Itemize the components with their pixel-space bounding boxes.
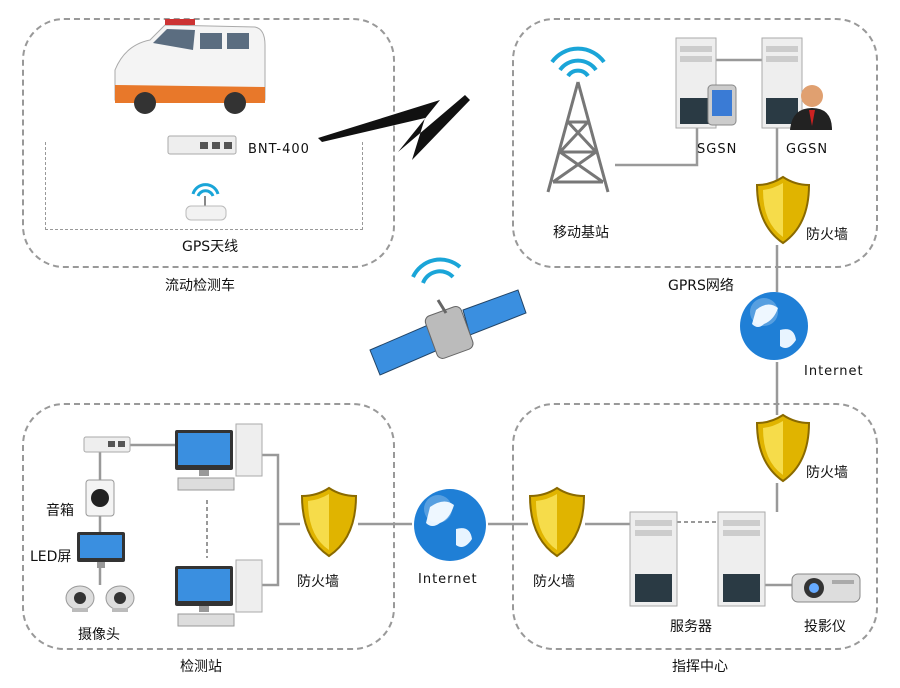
sgsn-label: SGSN [697, 142, 738, 157]
line-tower-sgsn [615, 128, 699, 167]
workstation-pc-icon-bottom [175, 559, 263, 627]
speaker-icon [85, 479, 115, 517]
led-screen-icon [77, 532, 125, 568]
led-screen-label: LED屏 [30, 549, 72, 565]
ggsn-server-icon [761, 37, 832, 130]
line-pcs-shield [262, 453, 280, 587]
projector-label: 投影仪 [804, 619, 846, 635]
command-firewall-shield-icon [755, 413, 811, 483]
wireless-link-icon [318, 95, 470, 160]
station-router-icon [83, 436, 131, 453]
internet-globe-bottom-icon [414, 489, 486, 561]
camera-icon-left [65, 585, 95, 612]
command-firewall-top-label: 防火墙 [806, 465, 848, 481]
vehicle-van-icon [114, 19, 266, 114]
server-icon-right [717, 511, 766, 607]
camera-label: 摄像头 [78, 627, 120, 643]
vehicle-inner-box [45, 142, 363, 230]
server-icon-left [629, 511, 678, 607]
projector-icon [791, 573, 861, 603]
region-gprs-network [512, 18, 878, 268]
ggsn-label: GGSN [786, 142, 829, 157]
camera-icon-right [105, 585, 135, 612]
bnt-400-router-icon [167, 135, 237, 155]
command-firewall-left-label: 防火墙 [533, 574, 575, 590]
station-firewall-shield-icon [300, 486, 358, 558]
gps-antenna-icon [185, 183, 227, 221]
gprs-firewall-label: 防火墙 [806, 227, 848, 243]
sgsn-server-icon [675, 37, 737, 129]
satellite-icon [369, 257, 527, 376]
region-label-command-center: 指挥中心 [672, 659, 728, 675]
servers-label: 服务器 [670, 619, 712, 635]
bnt-400-label: BNT-400 [248, 142, 310, 157]
region-label-gprs: GPRS网络 [668, 278, 734, 294]
region-inspection-station [22, 403, 395, 650]
station-firewall-label: 防火墙 [297, 574, 339, 590]
internet-globe-icon [740, 292, 808, 360]
speaker-label: 音箱 [46, 503, 74, 519]
region-mobile-vehicle [22, 18, 395, 268]
region-command-center [512, 403, 878, 650]
command-firewall-left-shield-icon [528, 486, 586, 558]
region-label-inspection-station: 检测站 [180, 659, 222, 675]
region-label-mobile-vehicle: 流动检测车 [165, 278, 235, 294]
base-station-label: 移动基站 [553, 225, 609, 241]
gps-antenna-label: GPS天线 [182, 239, 239, 255]
workstation-pc-icon-top [175, 423, 263, 491]
internet-top-label: Internet [804, 364, 864, 379]
firewall-shield-icon [755, 175, 811, 245]
base-station-tower-icon [546, 46, 610, 193]
internet-bottom-label: Internet [418, 572, 478, 587]
